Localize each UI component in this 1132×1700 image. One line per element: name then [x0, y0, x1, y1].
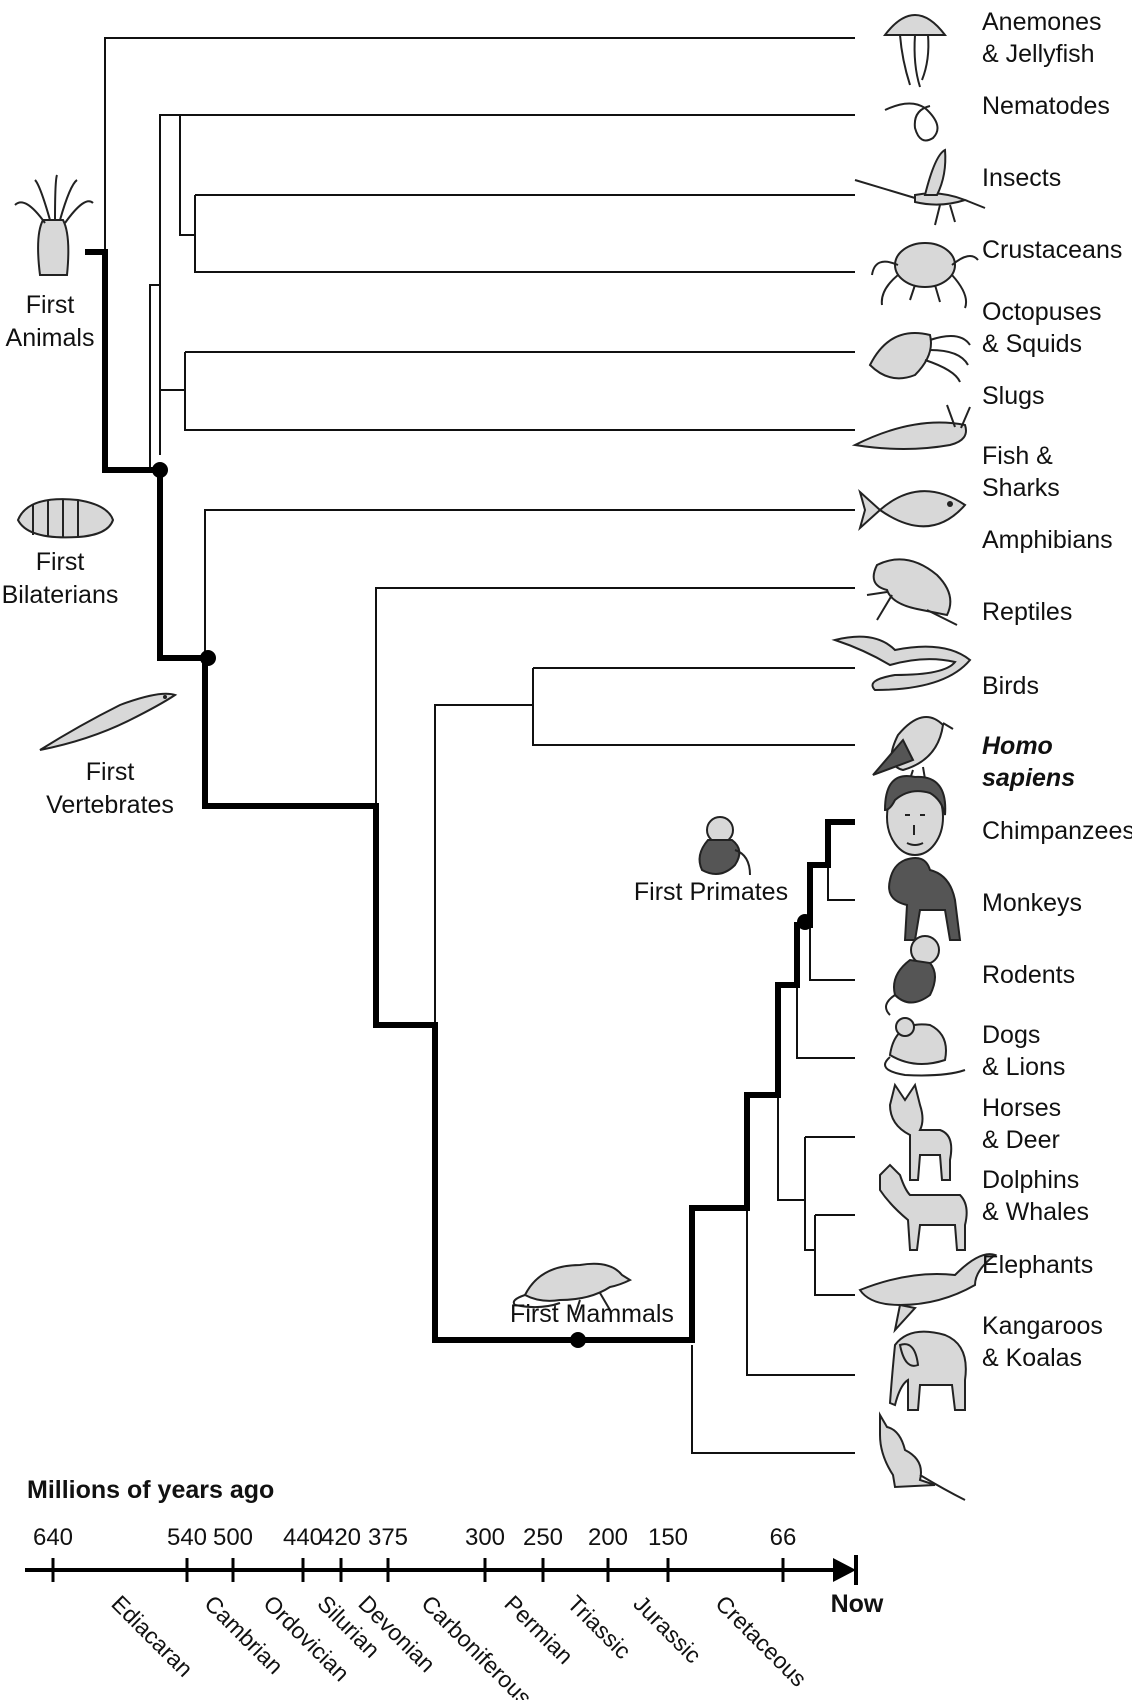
milestone-label-4: First Mammals — [510, 1300, 674, 1328]
taxon-label-5: Slugs — [982, 382, 1045, 410]
timeline-tick-label-1: 540 — [167, 1524, 207, 1551]
timeline-period-8: Jurassic — [628, 1590, 706, 1668]
branch-protostomes-nematodes — [149, 114, 855, 470]
branch-chimpanzees — [827, 865, 855, 901]
kangaroo-icon — [879, 1411, 966, 1501]
taxon-label-3: Crustaceans — [982, 236, 1122, 264]
node-first-mammals — [570, 1332, 586, 1348]
timeline-tick-label-5: 375 — [368, 1524, 408, 1551]
timeline-tick-label-4: 420 — [321, 1524, 361, 1551]
branch-whales — [814, 1215, 855, 1296]
monkey-icon — [885, 935, 940, 1016]
taxon-label-2: Insects — [982, 164, 1061, 192]
timeline-tick-label-0: 640 — [33, 1524, 73, 1551]
timeline-tick-label-6: 300 — [465, 1524, 505, 1551]
bird-icon — [872, 716, 954, 786]
taxon-label-18: Kangaroos& Koalas — [982, 1312, 1103, 1372]
branch-crustaceans — [194, 195, 855, 273]
taxon-label-14: Dogs& Lions — [982, 1021, 1065, 1081]
nematode-icon — [884, 102, 939, 142]
frog-icon — [866, 558, 958, 626]
branch-laurasiatheria — [777, 1095, 805, 1201]
taxon-label-0: Anemones& Jellyfish — [982, 8, 1102, 68]
jellyfish-icon — [882, 14, 948, 88]
worm-icon — [16, 498, 115, 539]
rodent-icon — [884, 1017, 966, 1077]
lancelet-icon — [39, 692, 178, 751]
mammal-icon — [512, 1262, 633, 1316]
taxon-label-15: Horses& Deer — [982, 1094, 1061, 1154]
taxon-label-4: Octopuses& Squids — [982, 298, 1102, 358]
timeline-tick-label-3: 440 — [283, 1524, 323, 1551]
branch-slugs — [184, 352, 855, 431]
taxon-label-9: Birds — [982, 672, 1039, 700]
snake-icon — [831, 635, 972, 692]
timeline-period-0: Ediacaran — [106, 1590, 198, 1682]
branch-rodents — [796, 985, 855, 1059]
taxon-label-17: Elephants — [982, 1251, 1093, 1279]
timeline-tick-label-7: 250 — [523, 1524, 563, 1551]
branch-elephants — [746, 1208, 855, 1376]
timeline-tick-label-2: 500 — [213, 1524, 253, 1551]
timeline-period-9: Cretaceous — [710, 1590, 812, 1692]
chimpanzee-icon — [888, 857, 962, 941]
crab-icon — [871, 242, 979, 309]
tree-branches — [104, 37, 855, 1454]
timeline-now-label: Now — [831, 1590, 884, 1618]
elephant-icon — [888, 1330, 967, 1411]
timeline-tick-label-8: 200 — [588, 1524, 628, 1551]
whale-icon — [858, 1253, 998, 1334]
branch-laurasia-inner — [804, 1137, 815, 1251]
timeline-arrow — [833, 1558, 856, 1582]
taxon-label-6: Fish &Sharks — [982, 442, 1060, 502]
branch-ecdysozoa — [179, 115, 195, 236]
branch-fish — [204, 509, 855, 658]
dog-icon — [888, 1082, 953, 1181]
taxon-label-1: Nematodes — [982, 92, 1110, 120]
branch-sauropsids — [434, 704, 533, 1025]
taxon-label-16: Dolphins& Whales — [982, 1166, 1089, 1226]
timeline-tick-label-10: 66 — [770, 1524, 797, 1551]
taxon-labels: Anemones& JellyfishNematodesInsectsCrust… — [982, 8, 1132, 1372]
branch-amphibians — [375, 587, 855, 806]
squid-icon — [868, 332, 971, 383]
anemone-icon — [14, 174, 94, 276]
milestone-label-3: First Primates — [634, 878, 788, 906]
branch-anemones — [104, 37, 855, 252]
human-lineage — [85, 249, 855, 1343]
human-icon — [883, 774, 947, 856]
timeline-period-6: Permian — [499, 1590, 578, 1669]
insect-icon — [854, 148, 986, 226]
node-first-primates — [797, 914, 813, 930]
branch-marsupials — [691, 1345, 855, 1454]
horse-icon — [879, 1163, 968, 1251]
fish-icon — [858, 488, 967, 532]
taxon-label-11: Chimpanzees — [982, 817, 1132, 845]
branch-birds — [532, 668, 855, 746]
taxon-label-7: Amphibians — [982, 526, 1113, 554]
node-first-bilaterians — [152, 462, 168, 478]
taxon-label-13: Rodents — [982, 961, 1075, 989]
timeline-title: Millions of years ago — [27, 1476, 274, 1504]
taxon-label-12: Monkeys — [982, 889, 1082, 917]
taxon-label-8: Reptiles — [982, 598, 1072, 626]
timeline-tick-label-9: 150 — [648, 1524, 688, 1551]
branch-monkeys — [809, 925, 855, 981]
slug-icon — [851, 404, 971, 450]
node-first-vertebrates — [200, 650, 216, 666]
primate-icon — [698, 816, 751, 876]
